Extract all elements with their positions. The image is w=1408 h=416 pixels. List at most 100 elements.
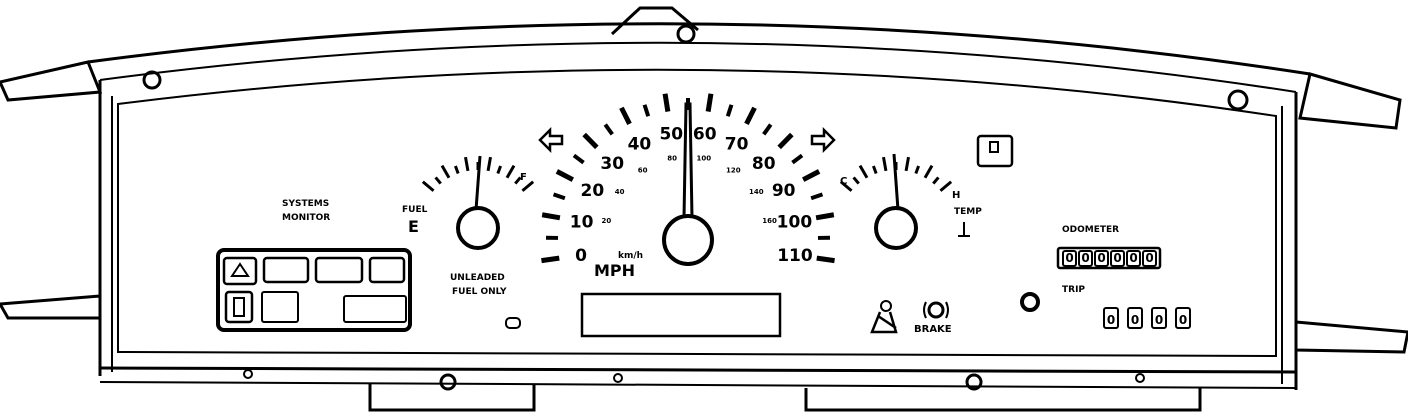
unleaded-label-1: UNLEADED <box>450 273 505 283</box>
speedometer-needle <box>682 102 694 219</box>
gauge-tick <box>486 156 492 172</box>
brake-icon <box>923 301 949 319</box>
systems-monitor-title-2: MONITOR <box>282 213 330 223</box>
high-beam-icon <box>343 295 407 323</box>
kmh-tick-label: 120 <box>726 166 741 174</box>
washer-fluid-icon <box>222 256 258 286</box>
speedometer-tick <box>777 132 794 150</box>
gauge-tick <box>939 180 953 192</box>
digit-value: 0 <box>1131 313 1139 327</box>
mph-tick-label: 20 <box>580 181 604 201</box>
brake-label: BRAKE <box>914 324 952 335</box>
digit-value: 0 <box>1113 251 1121 265</box>
kmh-tick-label: 100 <box>697 155 712 163</box>
digit-wheel <box>1151 307 1167 329</box>
temperature-gauge: TEMP C H <box>839 153 982 250</box>
gauge-tick <box>464 156 470 172</box>
speedometer-tick <box>791 153 804 165</box>
coolant-icon <box>958 222 970 237</box>
mph-tick-label: 80 <box>752 154 776 174</box>
digit-wheel <box>1126 250 1141 267</box>
digit-value: 0 <box>1145 251 1153 265</box>
speedometer-tick <box>582 132 599 150</box>
odometer-label: ODOMETER <box>1062 225 1119 235</box>
digit-value: 0 <box>1065 251 1073 265</box>
fuel-gauge-label: FUEL <box>402 205 428 215</box>
indicator-lamp <box>505 317 521 329</box>
cluster-housing <box>0 6 1408 412</box>
gauge-tick <box>872 165 878 175</box>
mph-tick-label: 40 <box>628 135 652 155</box>
kmh-tick-label: 40 <box>615 188 625 196</box>
gauge-tick <box>882 156 888 172</box>
kmh-tick-label: 80 <box>667 155 677 163</box>
fuel-empty-label: E <box>408 217 419 236</box>
speedometer-tick <box>603 123 614 136</box>
speedometer-tick <box>642 104 651 117</box>
digit-wheel <box>1078 250 1093 267</box>
battery-icon <box>368 256 406 284</box>
digit-value: 0 <box>1097 251 1105 265</box>
speedometer-tick <box>541 255 560 264</box>
speedometer-tick <box>705 93 714 112</box>
right-arrow-icon <box>810 126 836 154</box>
odometer-frame <box>1056 246 1162 270</box>
systems-monitor-title-1: SYSTEMS <box>282 199 329 209</box>
gauge-tick <box>852 176 860 185</box>
mph-unit-label: MPH <box>594 261 635 280</box>
seatbelt-icon <box>870 300 898 334</box>
gauge-tick <box>421 180 435 192</box>
oil-can-icon <box>262 256 310 284</box>
kmh-tick-label: 20 <box>602 217 612 225</box>
trip-digits: 0 0 0 0 <box>1103 307 1191 329</box>
gauge-tick <box>434 176 442 185</box>
digit-wheel <box>1062 250 1077 267</box>
systems-monitor-panel <box>216 248 412 332</box>
temp-gauge-label: TEMP <box>954 207 982 217</box>
speedometer-tick <box>725 104 734 117</box>
digit-value: 0 <box>1155 313 1163 327</box>
digit-wheel <box>1110 250 1125 267</box>
speedometer-tick <box>555 169 574 182</box>
mph-tick-label: 0 <box>575 246 587 266</box>
mph-tick-label: 100 <box>777 213 813 233</box>
trip-reset-knob <box>1020 292 1040 312</box>
gauge-tick <box>514 176 522 185</box>
temp-hot-label: H <box>952 190 960 201</box>
speedometer-tick <box>662 93 671 112</box>
speedometer-tick <box>762 123 773 136</box>
left-arrow-icon <box>538 126 564 154</box>
door-ajar-icon <box>224 290 254 324</box>
fuel-gauge-hub <box>456 206 500 250</box>
mph-tick-label: 50 <box>659 124 683 144</box>
digit-wheel <box>1127 307 1143 329</box>
digit-value: 0 <box>1129 251 1137 265</box>
speedometer-tick <box>552 192 566 201</box>
fuel-gauge-ticks <box>421 156 535 192</box>
mph-tick-label: 30 <box>600 154 624 174</box>
speedometer-tick <box>810 192 824 201</box>
gauge-tick <box>521 180 535 192</box>
unleaded-label-2: FUEL ONLY <box>452 287 507 297</box>
mph-tick-label: 90 <box>772 181 796 201</box>
speedometer-tick <box>744 106 757 126</box>
mph-tick-label: 60 <box>693 124 717 144</box>
temp-cold-label: C <box>840 176 847 187</box>
mph-tick-label: 110 <box>777 246 813 266</box>
speedometer-tick <box>541 212 561 221</box>
speedometer-hub <box>662 214 714 266</box>
digit-value: 0 <box>1107 313 1115 327</box>
gauge-tick <box>505 164 516 179</box>
gauge-tick <box>858 164 869 179</box>
gauge-tick <box>904 156 910 172</box>
lamp-out-icon <box>314 256 364 284</box>
fuel-full-label: F <box>520 172 527 183</box>
fuel-warning-icon <box>976 134 1014 168</box>
message-display-window <box>580 292 782 338</box>
speedometer-tick <box>572 153 585 165</box>
trunk-ajar-icon <box>261 291 299 323</box>
digit-value: 0 <box>1179 313 1187 327</box>
